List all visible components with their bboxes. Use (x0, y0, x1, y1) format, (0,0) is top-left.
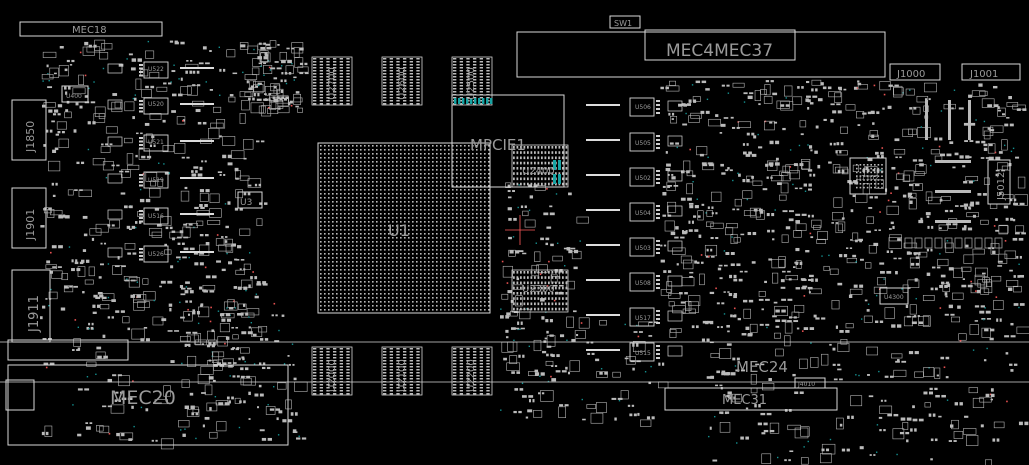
u2600-label: U2600 (397, 67, 408, 100)
u4300-frame (879, 287, 909, 305)
j5012-frame (987, 159, 1011, 205)
u519-label: U519 (148, 177, 164, 184)
u526-label: U526 (148, 251, 164, 258)
u520-label: U520 (148, 101, 164, 108)
u2500-label: U2500 (466, 67, 477, 100)
mec20-label: MEC20 (110, 387, 176, 409)
u516-label: U516 (148, 213, 164, 220)
mpcie1-frame (451, 94, 565, 188)
u502-label: U502 (635, 175, 651, 182)
j1000-frame (889, 63, 941, 81)
u1-label: U1 (388, 221, 410, 240)
u2100-label: U2100 (397, 359, 408, 392)
j5012-label: J5012 (996, 172, 1007, 201)
u2300-label: U2300 (522, 284, 555, 295)
mec31-label: MEC31 (722, 393, 767, 408)
u2200-label: U2200 (466, 359, 477, 392)
sw1-label: SW1 (614, 19, 632, 28)
mec31-frame (664, 387, 838, 411)
j4010-label: J4010 (797, 381, 815, 388)
u7102-label: U7102 (856, 174, 879, 182)
mec4-frame (516, 31, 886, 78)
u508-label: U508 (635, 280, 651, 287)
j1850-frame (11, 99, 47, 161)
u504-label: U504 (635, 210, 651, 217)
mec4-inner (644, 29, 796, 61)
u521-label: U521 (148, 139, 164, 146)
u3-frame (237, 191, 263, 209)
u506-label: U506 (635, 104, 651, 111)
memory-chips (311, 56, 569, 396)
j1001-label: J1001 (969, 69, 998, 80)
u3-label: U3 (240, 198, 252, 208)
mec24-label: MEC24 (736, 358, 788, 376)
mec18-frame (19, 21, 163, 37)
mec4-mec37-label: MEC4MEC37 (666, 41, 773, 61)
passive-components (40, 39, 1029, 465)
u515-label: U515 (635, 350, 651, 357)
mpcie1-label: MPCIE1 (470, 136, 526, 154)
j1001-frame (961, 63, 1021, 81)
u7102-frame (849, 157, 887, 195)
u400-frame (61, 85, 89, 103)
mec20-tab (5, 379, 35, 411)
left-regulators (107, 61, 214, 263)
u503-label: U503 (635, 245, 651, 252)
u517-label: U517 (635, 315, 651, 322)
u400-label: U400 (66, 93, 82, 100)
right-regulators (586, 97, 883, 362)
j4010-frame (794, 377, 826, 389)
j1901-frame (11, 187, 47, 249)
j1850-label: J1850 (24, 121, 37, 153)
u505-label: U505 (635, 140, 651, 147)
mec18-label: MEC18 (72, 25, 107, 36)
j1901-label: J1901 (24, 209, 37, 241)
sw1-frame (609, 15, 641, 29)
j1000-label: J1000 (896, 69, 925, 80)
u4300-label: U4300 (884, 294, 904, 301)
mec20-frame (7, 364, 289, 446)
u2400-label: U2400 (522, 166, 555, 177)
u522-label: U522 (148, 66, 164, 73)
mec20-inner (7, 339, 129, 361)
u1-bga-array (317, 142, 491, 314)
u2700-label: U2700 (327, 67, 338, 100)
u2000-label: U2000 (327, 359, 338, 392)
j1911-label: J1911 (27, 295, 42, 333)
